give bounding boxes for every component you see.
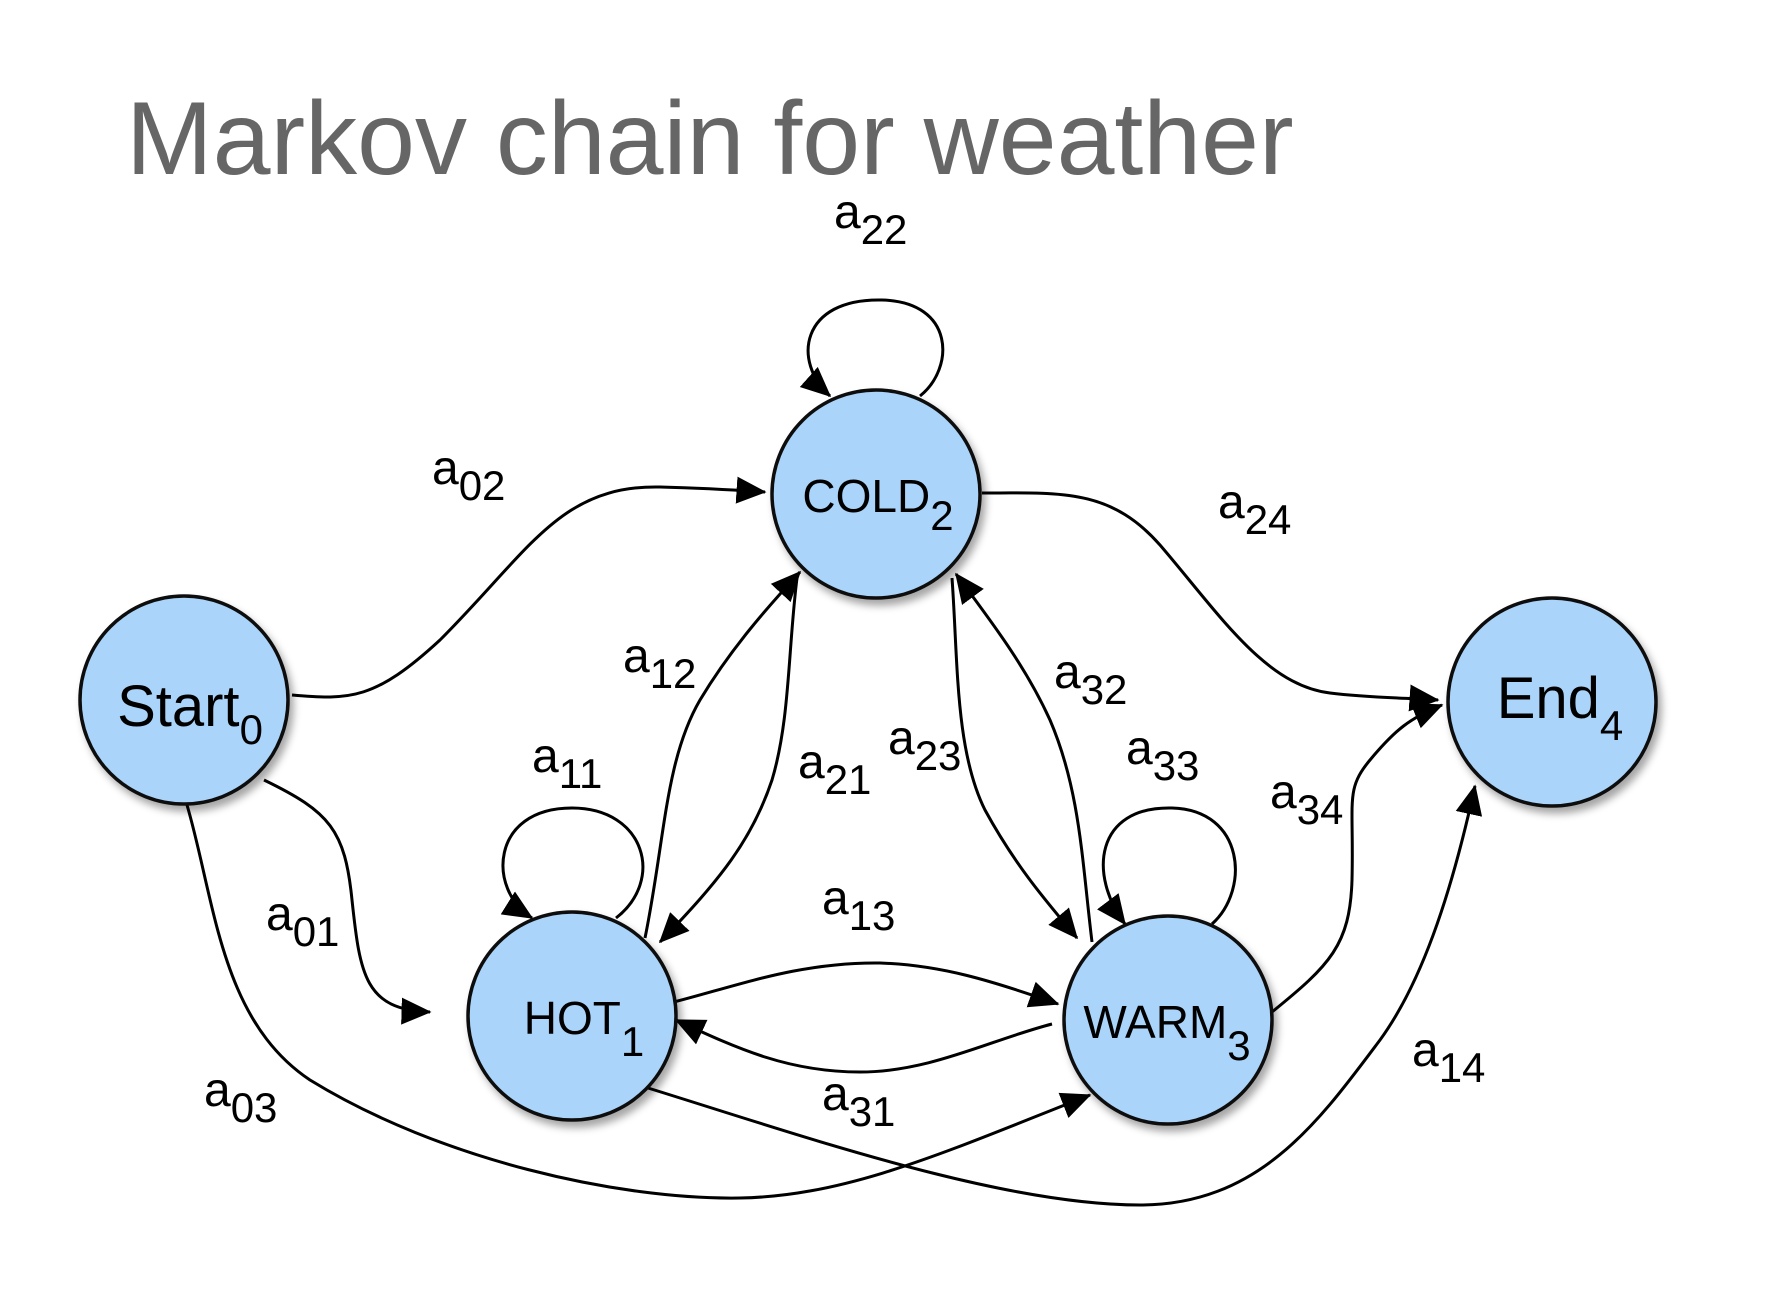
node-end: End4 [1446, 596, 1658, 808]
edge-a34 [1271, 703, 1444, 1014]
state-name-hot: HOT [524, 992, 621, 1044]
label-a14: a14 [1412, 1024, 1485, 1091]
edge-a01 [263, 778, 432, 1025]
node-cold: COLD2 [770, 388, 982, 600]
edge-a12 [643, 570, 802, 939]
label-a22: a22 [834, 186, 907, 253]
state-circle [1062, 914, 1274, 1126]
label-a01: a01 [266, 888, 339, 955]
edge-a21 [658, 577, 799, 944]
edge-a02 [291, 476, 767, 699]
edge-a22 [799, 298, 945, 398]
label-a33: a33 [1126, 722, 1199, 789]
label-a13: a13 [822, 872, 895, 939]
label-a31: a31 [822, 1068, 895, 1135]
label-a21: a21 [798, 736, 871, 803]
state-index-start: 0 [240, 706, 263, 753]
svg-text:Start0: Start0 [117, 674, 263, 753]
edge-a33 [1097, 806, 1237, 926]
svg-text:COLD2: COLD2 [802, 470, 953, 539]
state-index-warm: 3 [1227, 1022, 1250, 1069]
label-a02: a02 [432, 442, 505, 509]
label-a23: a23 [888, 712, 961, 779]
state-index-cold: 2 [930, 492, 953, 539]
label-a03: a03 [204, 1064, 277, 1131]
edge-a03 [185, 804, 1092, 1200]
edge-labels: a22 a02 a24 a12 a32 a11 a21 a23 a33 a34 [204, 186, 1485, 1135]
edges [185, 298, 1483, 1207]
slide-title: Markov chain for weather [126, 81, 1294, 197]
label-a12: a12 [623, 630, 696, 697]
node-warm: WARM3 [1062, 914, 1274, 1126]
node-start: Start0 [78, 594, 290, 806]
state-circle [78, 594, 290, 806]
state-circle [770, 388, 982, 600]
state-name-end: End [1497, 666, 1600, 731]
svg-text:HOT1: HOT1 [524, 992, 644, 1065]
state-index-hot: 1 [621, 1018, 644, 1065]
state-index-end: 4 [1600, 702, 1623, 749]
edge-a24 [981, 491, 1440, 712]
state-name-start: Start [117, 674, 240, 739]
svg-text:End4: End4 [1497, 666, 1624, 749]
state-circle [466, 910, 678, 1122]
edge-a14 [647, 784, 1483, 1207]
edge-a11 [500, 806, 645, 920]
state-name-warm: WARM [1083, 996, 1227, 1048]
label-a11: a11 [532, 730, 602, 797]
edge-a23 [950, 577, 1079, 940]
node-hot: HOT1 [466, 910, 678, 1122]
label-a34: a34 [1270, 766, 1343, 833]
label-a32: a32 [1054, 646, 1127, 713]
edge-a13 [673, 961, 1060, 1008]
edge-a31 [674, 1018, 1053, 1074]
state-circle [1446, 596, 1658, 808]
label-a24: a24 [1218, 476, 1291, 543]
edge-a32 [954, 572, 1094, 943]
state-name-cold: COLD [802, 470, 930, 522]
svg-text:WARM3: WARM3 [1083, 996, 1250, 1069]
